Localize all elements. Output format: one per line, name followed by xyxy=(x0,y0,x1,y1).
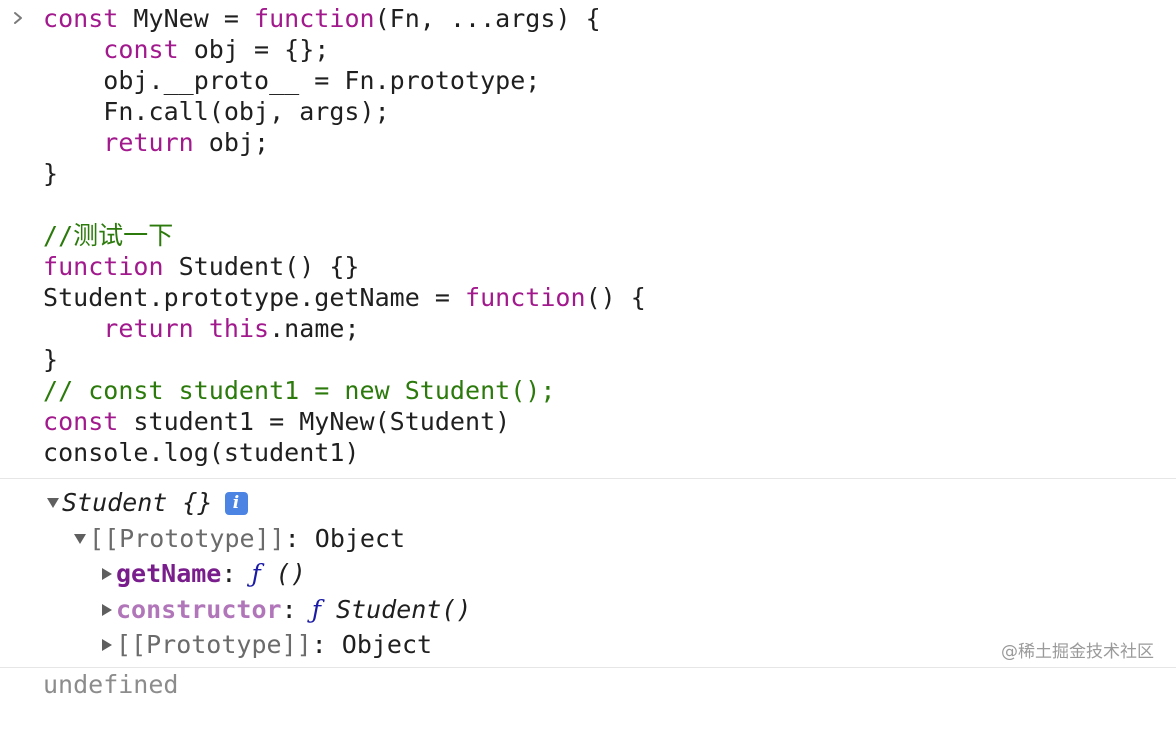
code-line: } xyxy=(43,158,646,189)
code-line: function Student() {} xyxy=(43,251,646,282)
property-separator: : xyxy=(311,630,342,659)
code-keyword: return xyxy=(103,128,194,157)
code-text: MyNew = xyxy=(118,4,255,33)
code-text xyxy=(43,35,103,64)
code-line: const obj = {}; xyxy=(43,34,646,65)
property-separator: : xyxy=(281,595,312,624)
code-line: //测试一下 xyxy=(43,220,646,251)
property-separator: : xyxy=(221,559,252,588)
code-keyword: return xyxy=(103,314,194,343)
function-signature: () xyxy=(260,559,306,588)
code-line: obj.__proto__ = Fn.prototype; xyxy=(43,65,646,96)
code-line xyxy=(43,189,646,220)
property-row-constructor[interactable]: constructor: ƒ Student() xyxy=(98,593,471,627)
triangle-down-icon[interactable] xyxy=(71,522,89,556)
code-text xyxy=(43,314,103,343)
code-keyword: const xyxy=(103,35,179,64)
code-text: obj = {}; xyxy=(178,35,330,64)
console-input-entry: const MyNew = function(Fn, ...args) { co… xyxy=(9,3,646,468)
code-text: obj; xyxy=(193,128,270,157)
console-log-result: Student {} i [[Prototype]]: Object getNa… xyxy=(0,479,1176,667)
code-text xyxy=(194,314,209,343)
property-row-getname[interactable]: getName: ƒ () xyxy=(98,557,306,591)
code-comment: //测试一下 xyxy=(43,221,174,250)
triangle-right-icon[interactable] xyxy=(98,557,116,591)
code-line: const MyNew = function(Fn, ...args) { xyxy=(43,3,646,34)
prototype-row[interactable]: [[Prototype]]: Object xyxy=(71,522,405,556)
code-text: } xyxy=(43,159,59,188)
watermark: @稀土掘金技术社区 xyxy=(1001,642,1154,662)
code-line: return obj; xyxy=(43,127,646,158)
code-block[interactable]: const MyNew = function(Fn, ...args) { co… xyxy=(43,3,646,468)
triangle-right-icon[interactable] xyxy=(98,628,116,662)
object-root-row[interactable]: Student {} i xyxy=(44,486,248,520)
code-line: } xyxy=(43,344,646,375)
code-comment: // const student1 = new Student(); xyxy=(43,376,556,405)
code-text: () { xyxy=(585,283,646,312)
code-keyword: function xyxy=(465,283,586,312)
code-text: Student() {} xyxy=(163,252,360,281)
function-marker: ƒ xyxy=(311,595,321,624)
triangle-down-icon[interactable] xyxy=(44,486,62,520)
code-line: return this.name; xyxy=(43,313,646,344)
code-line: Fn.call(obj, args); xyxy=(43,96,646,127)
function-signature: Student() xyxy=(320,595,472,624)
prototype-key: [[Prototype]] xyxy=(116,630,312,659)
code-text: (Fn, ...args) { xyxy=(374,4,601,33)
entry-divider xyxy=(0,667,1176,668)
code-text: console.log(student1) xyxy=(43,438,360,467)
prototype-value: Object xyxy=(341,630,433,659)
chevron-right-icon xyxy=(9,6,27,30)
code-text: obj.__proto__ = Fn.prototype; xyxy=(43,66,541,95)
code-line: // const student1 = new Student(); xyxy=(43,375,646,406)
code-keyword: function xyxy=(43,252,164,281)
code-text: .name; xyxy=(269,314,360,343)
code-keyword: const xyxy=(43,4,119,33)
prototype-key: [[Prototype]] xyxy=(89,524,285,553)
prototype-separator: : xyxy=(284,524,315,553)
code-keyword: this xyxy=(208,314,270,343)
entry-divider xyxy=(0,478,1176,479)
code-keyword: function xyxy=(254,4,375,33)
object-preview: Student {} xyxy=(62,488,213,517)
property-key: constructor xyxy=(116,595,282,624)
code-line: const student1 = MyNew(Student) xyxy=(43,406,646,437)
cut-off-result: undefined xyxy=(43,670,179,699)
code-text xyxy=(43,128,103,157)
devtools-console: const MyNew = function(Fn, ...args) { co… xyxy=(0,3,1176,699)
function-marker: ƒ xyxy=(251,559,261,588)
property-key: getName xyxy=(116,559,222,588)
triangle-right-icon[interactable] xyxy=(98,593,116,627)
code-text: Fn.call(obj, args); xyxy=(43,97,390,126)
code-line: console.log(student1) xyxy=(43,437,646,468)
prototype-value: Object xyxy=(314,524,406,553)
property-row-prototype[interactable]: [[Prototype]]: Object xyxy=(98,628,432,662)
code-text: Student.prototype.getName = xyxy=(43,283,465,312)
code-keyword: const xyxy=(43,407,119,436)
code-text: } xyxy=(43,345,59,374)
code-text: student1 = MyNew(Student) xyxy=(118,407,511,436)
code-line: Student.prototype.getName = function() { xyxy=(43,282,646,313)
info-icon[interactable]: i xyxy=(224,491,248,515)
